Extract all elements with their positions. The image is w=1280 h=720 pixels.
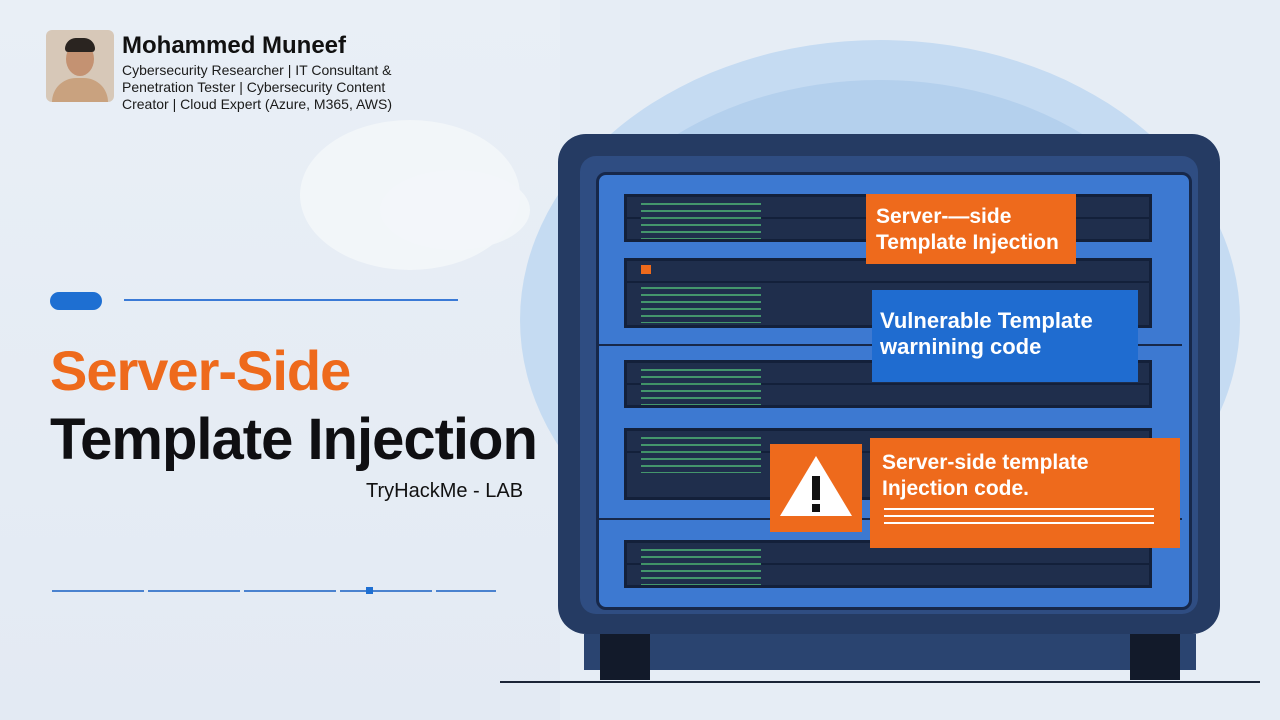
avatar <box>46 30 114 102</box>
server-leg <box>1130 634 1180 680</box>
left-background <box>0 0 560 720</box>
dashed-divider <box>52 590 496 592</box>
author-header: Mohammed Muneef Cybersecurity Researcher… <box>46 30 412 113</box>
title-line-2: Template Injection <box>50 407 538 472</box>
injection-code-text: Server-side template Injection code. <box>882 451 1089 500</box>
warning-box <box>770 444 862 532</box>
server-rack <box>624 540 1152 588</box>
title-line-1: Server-Side <box>50 339 351 402</box>
accent-line <box>124 299 458 301</box>
author-description: Cybersecurity Researcher | IT Consultant… <box>122 62 392 112</box>
floor-line <box>500 681 1260 683</box>
warning-icon <box>780 456 852 516</box>
ssti-label: Server-—side Template Injection <box>866 194 1076 264</box>
server-leg <box>600 634 650 680</box>
author-name: Mohammed Muneef <box>122 32 347 59</box>
server-base <box>584 634 1196 670</box>
divider-dot <box>366 587 373 594</box>
text-lines-decoration <box>884 508 1154 526</box>
accent-pill <box>50 292 102 310</box>
injection-code-label: Server-side template Injection code. <box>870 438 1180 548</box>
subtitle: TryHackMe - LAB <box>366 480 524 502</box>
vulnerable-code-label: Vulnerable Template warnining code <box>872 290 1138 382</box>
author-info: Mohammed Muneef Cybersecurity Researcher… <box>122 30 412 113</box>
cloud-shape <box>380 170 530 250</box>
